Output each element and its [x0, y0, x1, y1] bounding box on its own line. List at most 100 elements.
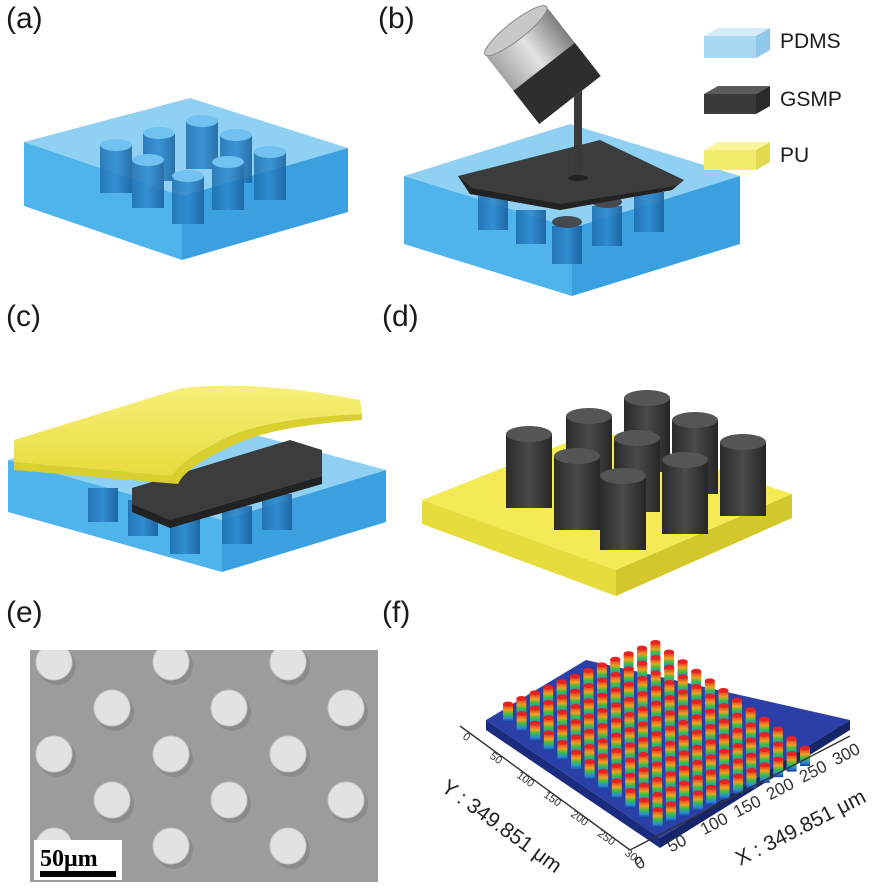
pdms-front-face — [404, 176, 572, 296]
profile-pillar-top — [623, 666, 634, 672]
profile-pillar — [666, 804, 676, 822]
pu-substrate-front — [422, 500, 616, 596]
profile-pillar — [678, 737, 689, 756]
scale-bar-label: 50μm — [40, 846, 98, 872]
profile-pillar — [651, 718, 662, 737]
profile-pillar — [719, 781, 730, 800]
profile-pillar-top — [664, 664, 675, 670]
profile-pillar — [719, 766, 730, 785]
profile-pillar-top — [786, 736, 797, 741]
profile-pillar — [650, 642, 661, 661]
profile-pillar-top — [570, 688, 581, 694]
profile-pillar-top — [597, 677, 607, 683]
profile-pillar-top — [624, 681, 634, 687]
profile-pillar — [530, 708, 540, 726]
profile-pillar-top — [692, 775, 703, 780]
profile-pillar — [543, 702, 554, 721]
profile-pillar — [665, 788, 676, 807]
profile-pillar-top — [665, 740, 676, 746]
y-tick-label: 250 — [595, 828, 617, 848]
profile-pillar — [745, 724, 756, 743]
profile-pillar — [611, 735, 622, 754]
profile-pillar-top — [624, 696, 635, 702]
profile-pillar — [610, 674, 621, 693]
sem-pillar-top — [152, 650, 190, 681]
profile-pillar — [664, 667, 675, 686]
sem-pillar-top — [445, 690, 481, 726]
profile-pillar — [596, 664, 607, 683]
profile-pillar — [584, 731, 595, 750]
profile-pillar — [651, 703, 662, 722]
profile-pillar-top — [624, 742, 635, 748]
profile-pillar — [705, 756, 716, 775]
profile-pillar — [652, 779, 663, 798]
panel-label-e: (e) — [6, 596, 43, 629]
profile-pillar-top — [772, 726, 783, 732]
panel-label-f: (f) — [382, 596, 411, 629]
profile-pillar — [611, 765, 622, 784]
profile-pillar — [623, 668, 634, 687]
profile-pillar-top — [759, 762, 770, 768]
profile-pillar — [650, 657, 661, 676]
profile-pillar-top — [665, 786, 676, 792]
profile-pillar — [543, 687, 554, 706]
profile-pillar-top — [704, 678, 715, 684]
legend-label-pu: PU — [780, 144, 810, 167]
profile-pillar-top — [665, 756, 676, 761]
profile-pillar-top — [597, 738, 608, 744]
profile-pillar-top — [638, 721, 648, 727]
profile-pillar — [773, 744, 783, 762]
profile-pillar — [610, 689, 621, 708]
profile-pillar — [719, 751, 730, 770]
profile-pillar — [746, 755, 757, 774]
profile-pillar-top — [677, 674, 688, 680]
sem-pillar-shadow — [506, 647, 544, 685]
sem-pillar-top — [210, 781, 248, 819]
profile-pillar — [678, 722, 689, 741]
profile-pillar-top — [637, 691, 648, 696]
profile-pillar-top — [570, 704, 581, 709]
profile-pillar — [704, 680, 715, 699]
panel-b-pouring-gsmp — [404, 5, 740, 296]
profile-pillar-top — [679, 765, 689, 771]
profile-pillar — [651, 748, 662, 767]
profile-pillar — [637, 708, 648, 727]
legend-swatch-gsmp — [704, 86, 770, 114]
panel-e-sem-image: 50μm — [30, 647, 544, 882]
profile-pillar-top — [639, 797, 649, 803]
profile-pillar-top — [556, 679, 567, 684]
profile-pillar — [557, 742, 568, 761]
profile-pillar — [570, 691, 581, 710]
profile-pillar — [637, 678, 648, 697]
profile-pillar — [583, 700, 594, 719]
profile-pillar — [583, 670, 594, 689]
pdms-side-face — [222, 470, 386, 572]
profile-pillar — [786, 753, 797, 772]
profile-pillar-top — [652, 761, 662, 767]
profile-pillar — [718, 720, 729, 739]
profile-pillar — [705, 741, 716, 760]
profile-pillar-top — [745, 707, 756, 712]
gsmp-layer — [132, 440, 322, 520]
profile-pillar-top — [530, 720, 541, 726]
sem-pillar-top — [35, 735, 73, 773]
sem-pillar-shadow — [389, 647, 427, 685]
profile-pillar-top — [557, 724, 568, 730]
panel-label-c: (c) — [6, 300, 41, 333]
profile-pillar — [638, 739, 649, 758]
profile-pillar — [610, 704, 621, 723]
profile-pillar — [584, 746, 595, 765]
profile-pillar-top — [652, 776, 663, 782]
sem-pillar-top — [93, 689, 131, 727]
profile-pillar — [692, 762, 703, 781]
profile-pillar — [706, 787, 717, 806]
profile-pillar-top — [610, 656, 621, 662]
panel-label-d: (d) — [382, 300, 419, 333]
profile-pillar-top — [651, 746, 662, 752]
profile-pillar — [624, 699, 635, 718]
profile-pillar-top — [584, 759, 595, 764]
profile-pillar — [571, 752, 581, 770]
profile-pillar — [543, 717, 554, 736]
